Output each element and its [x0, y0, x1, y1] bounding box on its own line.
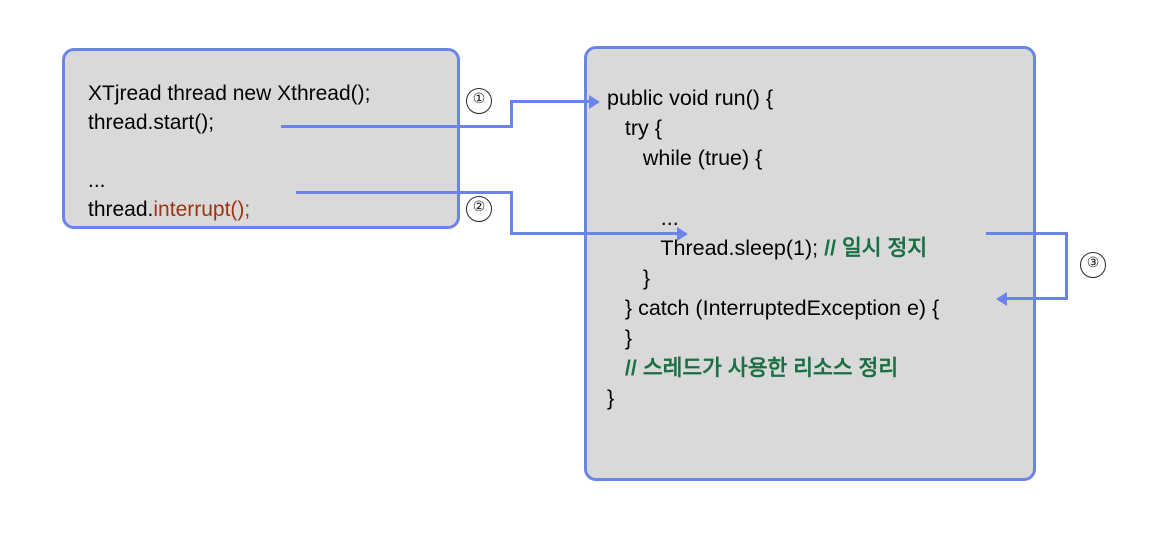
connector-2-segment-v — [510, 191, 513, 235]
run-line-8-catch: } catch (InterruptedException e) { — [607, 296, 940, 320]
connector-2-segment-h2 — [510, 232, 680, 235]
run-line-6-code: Thread.sleep(1); — [607, 236, 825, 260]
thread-run-code-text: public void run() { try { while (true) {… — [607, 83, 939, 413]
connector-1-arrowhead — [589, 94, 600, 109]
run-line-11: } — [607, 386, 615, 410]
run-line-3: while (true) { — [607, 146, 763, 170]
caller-code-panel — [62, 48, 460, 229]
thread-run-code-panel — [584, 46, 1036, 481]
run-line-ellipsis: ... — [607, 206, 679, 230]
step-marker-3: ③ — [1080, 252, 1106, 278]
caller-line-2: thread.start(); — [88, 111, 215, 134]
run-line-1: public void run() { — [607, 86, 774, 110]
connector-1-segment-v — [510, 100, 513, 128]
interrupt-call-token: interrupt(); — [153, 198, 251, 221]
run-line-9: } — [607, 326, 633, 350]
connector-3-segment-h2 — [1007, 297, 1068, 300]
step-marker-1: ① — [466, 88, 492, 114]
caller-line-5-prefix: thread. — [88, 198, 154, 221]
connector-2-arrowhead — [677, 226, 688, 241]
step-marker-2: ② — [466, 196, 492, 222]
connector-2-segment-h1 — [296, 191, 513, 194]
run-line-2: try { — [607, 116, 662, 140]
sleep-comment-token: // 일시 정지 — [824, 236, 928, 260]
connector-3-segment-v — [1065, 232, 1068, 300]
run-line-7: } — [607, 266, 651, 290]
caller-line-1: XTjread thread new Xthread(); — [88, 82, 371, 105]
connector-1-segment-h1 — [281, 125, 513, 128]
connector-3-segment-h1 — [986, 232, 1068, 235]
cleanup-comment-token: // 스레드가 사용한 리소스 정리 — [607, 356, 899, 380]
connector-3-arrowhead — [996, 291, 1007, 306]
connector-1-segment-h2 — [510, 100, 592, 103]
caller-code-text: XTjread thread new Xthread(); thread.sta… — [88, 79, 370, 224]
caller-line-ellipsis: ... — [88, 169, 106, 192]
